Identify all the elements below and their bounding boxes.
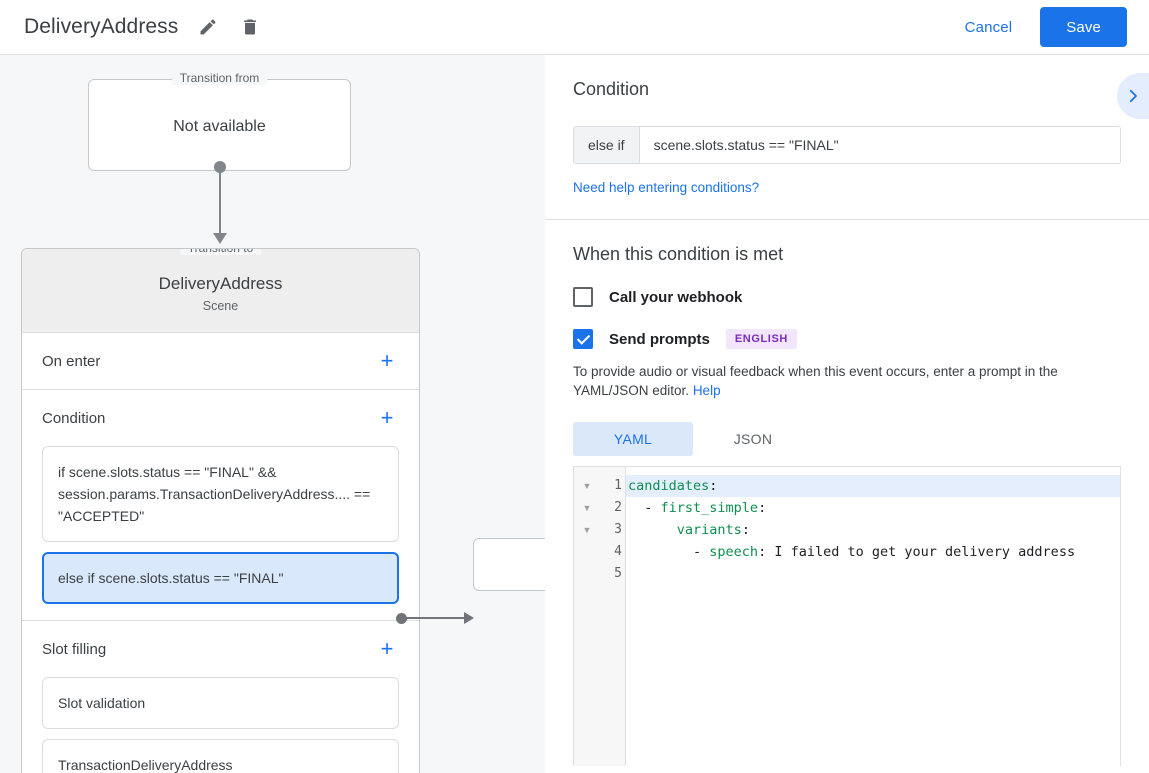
top-header-bar: DeliveryAddress Cancel Save xyxy=(0,0,1149,55)
condition-prefix-label: else if xyxy=(574,127,640,163)
transition-from-value: Not available xyxy=(173,118,266,135)
chevron-right-icon[interactable] xyxy=(1117,73,1149,119)
slot-validation-chip[interactable]: Slot validation xyxy=(42,677,399,729)
send-prompts-description-text: To provide audio or visual feedback when… xyxy=(573,364,1058,398)
save-button[interactable]: Save xyxy=(1040,7,1127,47)
section-header-condition: Condition + xyxy=(42,390,399,446)
line-number: 2 xyxy=(614,500,622,515)
code-line: - first_simple: xyxy=(626,497,1120,519)
tab-json[interactable]: JSON xyxy=(733,431,773,447)
condition-chip[interactable]: if scene.slots.status == "FINAL" && sess… xyxy=(42,446,399,542)
condition-help-link[interactable]: Need help entering conditions? xyxy=(573,180,760,195)
send-prompts-description: To provide audio or visual feedback when… xyxy=(573,362,1121,400)
line-number: 4 xyxy=(614,544,622,559)
connector-start-dot xyxy=(214,161,226,173)
condition-chip-selected[interactable]: else if scene.slots.status == "FINAL" xyxy=(42,552,399,604)
condition-expression-input[interactable]: scene.slots.status == "FINAL" xyxy=(639,127,1120,163)
code-key: candidates xyxy=(628,478,710,494)
code-key: variants xyxy=(676,522,742,538)
slot-transaction-delivery-address-chip[interactable]: TransactionDeliveryAddress xyxy=(42,739,399,773)
language-badge: ENGLISH xyxy=(725,329,797,349)
section-slot-filling: Slot filling + Slot validation Transacti… xyxy=(22,621,419,773)
detail-panel: Condition else if scene.slots.status == … xyxy=(545,55,1149,773)
condition-heading: Condition xyxy=(573,79,650,99)
code-fold-gutter: ▼ ▼ ▼ xyxy=(574,467,600,766)
trash-icon[interactable] xyxy=(238,15,262,39)
code-line-number-gutter: 1 2 3 4 5 xyxy=(600,467,626,766)
code-line: candidates: xyxy=(626,475,1120,497)
code-key: first_simple xyxy=(660,500,759,516)
edge-line xyxy=(404,617,469,619)
section-header-slot-filling: Slot filling + xyxy=(42,621,399,677)
body-split: Transition from Not available Transition… xyxy=(0,55,1149,773)
section-title-on-enter: On enter xyxy=(42,352,101,370)
code-indent xyxy=(628,544,693,560)
scene-card-header: DeliveryAddress Scene xyxy=(22,249,419,333)
section-header-on-enter: On enter + xyxy=(42,333,399,389)
edge-source-dot xyxy=(396,613,407,624)
add-slot-filling-icon[interactable]: + xyxy=(380,636,394,661)
code-punct: : xyxy=(709,478,718,494)
transition-from-legend: Transition from xyxy=(171,71,268,85)
next-node-stub[interactable] xyxy=(473,538,545,591)
code-dash: - xyxy=(693,544,710,560)
edge-arrowhead xyxy=(464,612,474,624)
pencil-icon[interactable] xyxy=(196,15,220,39)
connector-arrowhead xyxy=(213,233,227,244)
code-indent xyxy=(628,522,677,538)
condition-block: Condition else if scene.slots.status == … xyxy=(545,55,1149,220)
send-prompts-checkbox[interactable] xyxy=(573,329,593,349)
transition-to-legend: Transition to xyxy=(179,249,262,255)
line-number: 3 xyxy=(614,522,622,537)
fold-arrow[interactable]: ▼ xyxy=(582,481,592,491)
code-punct: : xyxy=(758,500,767,516)
code-line: - speech: I failed to get your delivery … xyxy=(626,541,1120,563)
section-title-slot-filling: Slot filling xyxy=(42,640,107,658)
send-prompts-row[interactable]: Send prompts ENGLISH xyxy=(573,329,1121,349)
yaml-code-editor[interactable]: ▼ ▼ ▼ 1 2 3 4 5 candidates: - first_simp… xyxy=(573,466,1121,766)
send-prompts-label: Send prompts xyxy=(609,330,710,348)
fold-arrow[interactable]: ▼ xyxy=(582,503,592,513)
section-title-condition: Condition xyxy=(42,409,106,427)
page-title: DeliveryAddress xyxy=(24,15,179,38)
tab-yaml[interactable]: YAML xyxy=(573,422,693,456)
code-line xyxy=(626,563,1120,585)
section-condition: Condition + if scene.slots.status == "FI… xyxy=(22,390,419,621)
code-punct: : xyxy=(741,522,750,538)
add-on-enter-icon[interactable]: + xyxy=(380,348,394,373)
cancel-button[interactable]: Cancel xyxy=(951,11,1027,44)
code-indent xyxy=(628,500,644,516)
code-key: speech xyxy=(709,544,759,560)
code-value: I failed to get your delivery address xyxy=(774,544,1076,560)
transition-from-node[interactable]: Transition from Not available xyxy=(88,71,351,171)
code-line: variants: xyxy=(626,519,1120,541)
scene-card-subtitle: Scene xyxy=(202,299,239,313)
call-your-webhook-label: Call your webhook xyxy=(609,288,743,306)
code-text-area[interactable]: candidates: - first_simple: variants: - … xyxy=(626,467,1120,766)
connector-line xyxy=(219,171,221,237)
code-dash: - xyxy=(644,500,661,516)
webhook-row[interactable]: Call your webhook xyxy=(573,287,1121,307)
line-number: 5 xyxy=(614,566,622,581)
section-on-enter: On enter + xyxy=(22,333,419,390)
code-punct: : xyxy=(758,544,775,560)
graph-canvas[interactable]: Transition from Not available Transition… xyxy=(0,55,545,773)
when-condition-met-heading: When this condition is met xyxy=(573,244,784,264)
scene-card-title: DeliveryAddress xyxy=(158,274,283,293)
condition-input-row[interactable]: else if scene.slots.status == "FINAL" xyxy=(573,126,1121,164)
editor-format-tabs: YAML JSON xyxy=(573,422,1121,456)
prompts-help-link[interactable]: Help xyxy=(692,383,721,398)
fold-arrow[interactable]: ▼ xyxy=(582,525,592,535)
call-your-webhook-checkbox[interactable] xyxy=(573,287,593,307)
line-number: 1 xyxy=(614,478,622,493)
add-condition-icon[interactable]: + xyxy=(380,405,394,430)
transition-to-scene-card[interactable]: Transition to DeliveryAddress Scene On e… xyxy=(21,248,420,773)
when-condition-met-block: When this condition is met Call your web… xyxy=(545,220,1149,766)
